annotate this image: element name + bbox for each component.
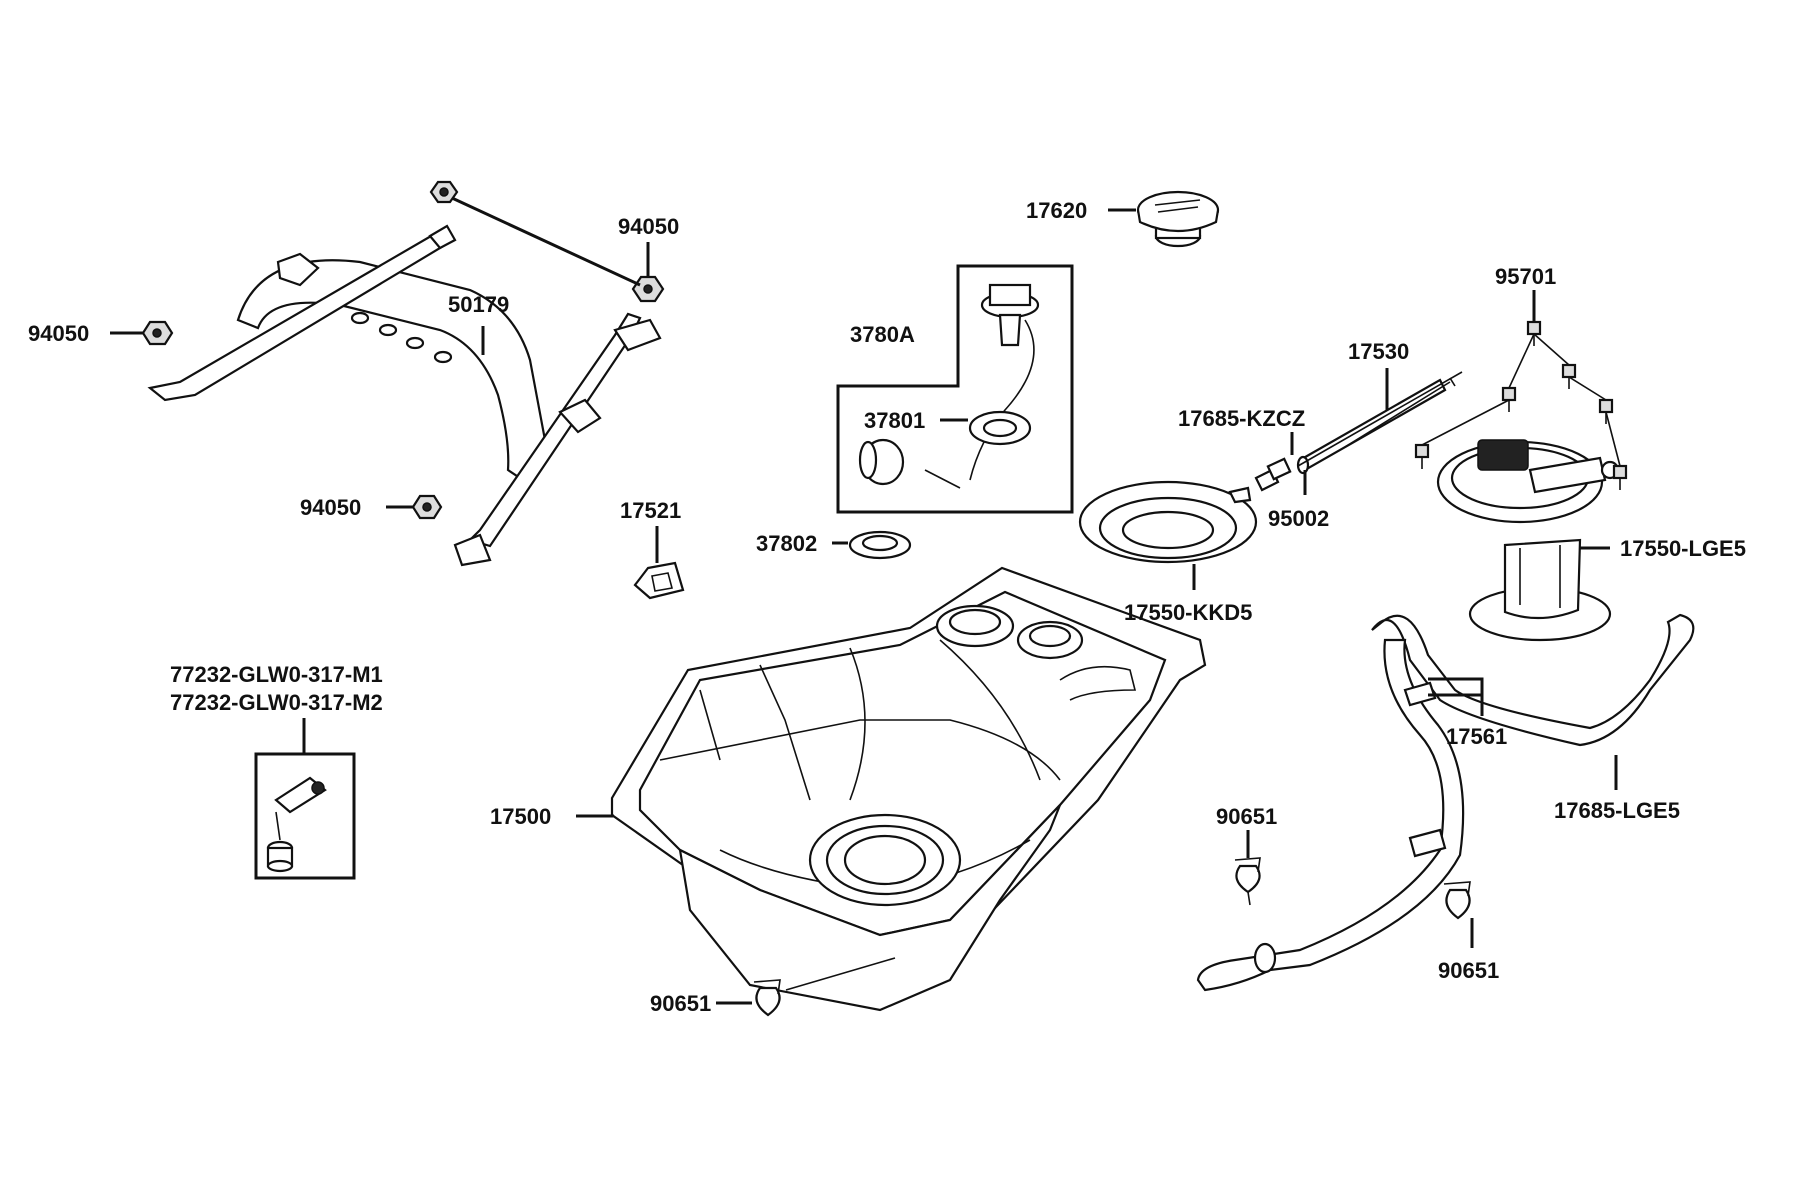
- label-94050-left: 94050: [28, 321, 89, 346]
- pad-17521: [633, 561, 685, 600]
- leader-lines: [110, 196, 1621, 1005]
- label-17521: 17521: [620, 498, 681, 523]
- label-17500: 17500: [490, 804, 551, 829]
- label-17685-LGE5: 17685-LGE5: [1554, 798, 1680, 823]
- tank-bracket-50179: [147, 224, 662, 567]
- hose-17561: [1196, 638, 1465, 992]
- fitting-17685-KZCZ: [1254, 457, 1292, 492]
- clip-90651-right: [1443, 881, 1471, 920]
- sender-assembly-box-3780A: [836, 264, 1074, 514]
- label-17530: 17530: [1348, 339, 1409, 364]
- label-17550-LGE5: 17550-LGE5: [1620, 536, 1746, 561]
- label-77232-M2: 77232-GLW0-317-M2: [170, 690, 383, 715]
- label-90651-bottom: 90651: [650, 991, 711, 1016]
- label-95701: 95701: [1495, 264, 1556, 289]
- label-50179: 50179: [448, 292, 509, 317]
- part-labels: 94050 94050 94050 50179 17620 3780A 3780…: [28, 198, 1746, 1016]
- clip-90651-mid: [1234, 857, 1261, 906]
- clip-90651-bottom: [753, 979, 781, 1017]
- label-95002: 95002: [1268, 506, 1329, 531]
- fuel-cap-17620: [1136, 190, 1220, 248]
- nut-94050-top-right: [631, 275, 665, 303]
- sensor-77232: [266, 776, 327, 873]
- label-94050-top: 94050: [618, 214, 679, 239]
- fuel-level-sender-3780A: [924, 283, 1040, 489]
- fuel-pump-17550-LGE5: [1436, 439, 1620, 642]
- gasket-37801: [968, 410, 1032, 446]
- lock-ring-37802: [848, 530, 912, 560]
- label-90651-mid: 90651: [1216, 804, 1277, 829]
- label-17620: 17620: [1026, 198, 1087, 223]
- hose-17530-long: [1297, 371, 1463, 467]
- nut-94050-bottom: [411, 494, 443, 520]
- label-77232-M1: 77232-GLW0-317-M1: [170, 662, 383, 687]
- label-17550-KKD5: 17550-KKD5: [1124, 600, 1252, 625]
- sealing-plate-17550-KKD5: [1078, 480, 1258, 564]
- label-3780A: 3780A: [850, 322, 915, 347]
- label-17685-KZCZ: 17685-KZCZ: [1178, 406, 1305, 431]
- label-17561: 17561: [1446, 724, 1507, 749]
- label-37802: 37802: [756, 531, 817, 556]
- nut-94050-left: [141, 320, 174, 346]
- float-37801: [858, 438, 905, 486]
- label-94050-bottom: 94050: [300, 495, 361, 520]
- label-90651-right: 90651: [1438, 958, 1499, 983]
- screws-95701: [1414, 320, 1628, 490]
- nut-94050-top: [429, 180, 459, 204]
- label-37801: 37801: [864, 408, 925, 433]
- fuel-tank-17500: [610, 566, 1207, 1012]
- tube-17530: [1339, 381, 1451, 451]
